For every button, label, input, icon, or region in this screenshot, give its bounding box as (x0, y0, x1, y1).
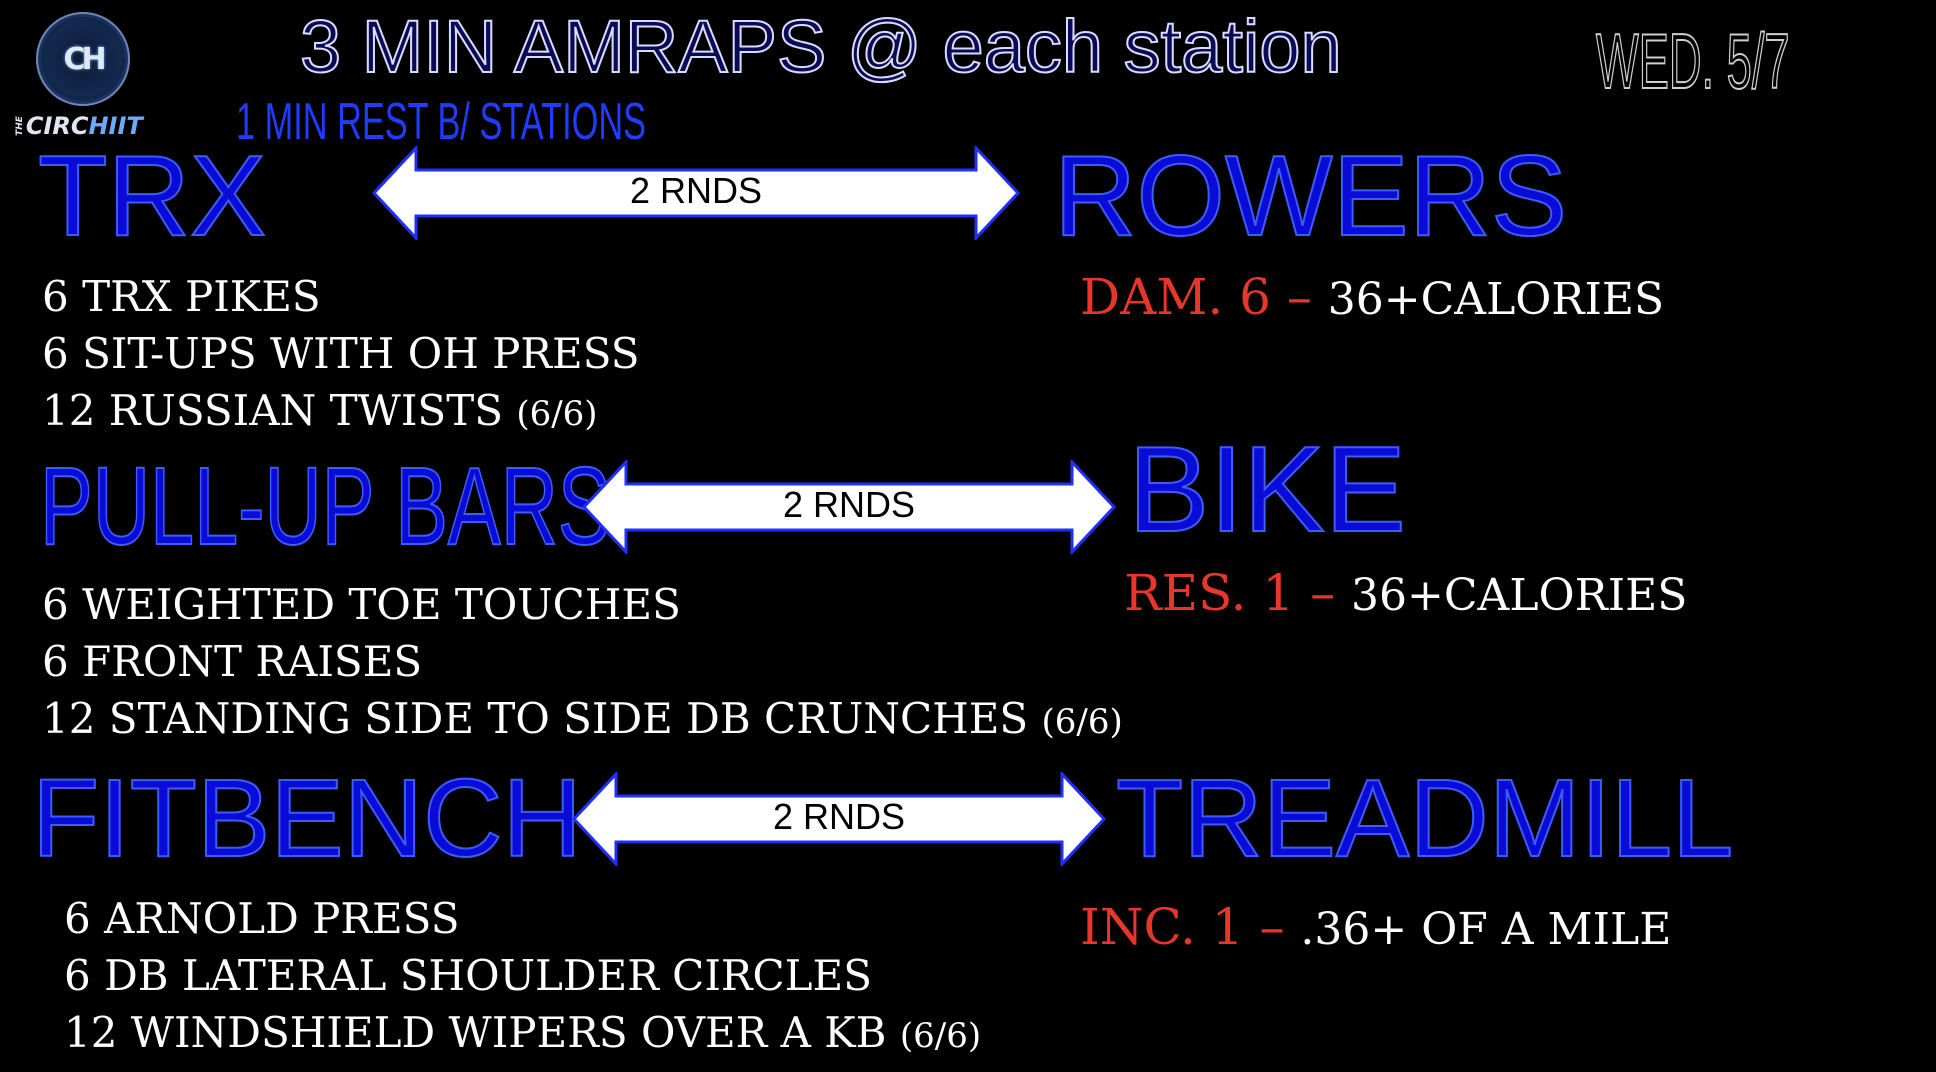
station-pull-up-bars: PULL-UP BARS (39, 445, 611, 568)
logo-brand-a: CIRC (25, 112, 89, 140)
rower-damper-setting: DAM. 6 – (1080, 268, 1328, 326)
logo-the: THE (14, 116, 25, 136)
station-bike: BIKE (1127, 421, 1407, 557)
page-title: 3 MIN AMRAPS @ each station (299, 4, 1343, 89)
exercise-line: 12 WINDSHIELD WIPERS OVER A KB (6/6) (64, 1008, 982, 1057)
station-fitbench: FITBENCH (31, 757, 583, 880)
rounds-label: 2 RNDS (629, 170, 763, 211)
treadmill-incline-setting: INC. 1 – (1080, 898, 1301, 956)
logo-brand-b: HIIT (88, 112, 143, 140)
double-arrow-icon (572, 772, 1106, 866)
rower-calories: 36+CALORIES (1327, 274, 1665, 325)
rower-target: DAM. 6 – 36+CALORIES (1080, 268, 1664, 326)
double-arrow-icon (372, 146, 1020, 240)
bike-target: RES. 1 – 36+CALORIES (1124, 564, 1687, 622)
double-arrow-1: 2 RNDS (372, 146, 1020, 240)
station-trx: TRX (37, 133, 267, 260)
station-treadmill: TREADMILL (1115, 757, 1734, 880)
exercise-line: 6 FRONT RAISES (42, 637, 423, 686)
exercise-line: 6 DB LATERAL SHOULDER CIRCLES (64, 951, 872, 1000)
trx-exercise-list: 6 TRX PIKES 6 SIT-UPS WITH OH PRESS 12 R… (42, 270, 640, 441)
bike-calories: 36+CALORIES (1351, 570, 1688, 621)
treadmill-target: INC. 1 – .36+ OF A MILE (1080, 898, 1671, 956)
station-rowers: ROWERS (1053, 133, 1568, 260)
logo-wordmark: THECIRCHIIT (10, 112, 143, 140)
rounds-label: 2 RNDS (772, 796, 906, 837)
logo-monogram: CH (63, 41, 106, 77)
date-label: WED. 5/7 (1595, 16, 1790, 106)
treadmill-distance: .36+ OF A MILE (1300, 904, 1672, 955)
exercise-line: 6 ARNOLD PRESS (64, 894, 460, 943)
rounds-label: 2 RNDS (782, 484, 916, 525)
pull-up-exercise-list: 6 WEIGHTED TOE TOUCHES 6 FRONT RAISES 12… (42, 578, 1123, 749)
rest-subtitle: 1 MIN REST B/ STATIONS (236, 93, 647, 151)
bike-resistance-setting: RES. 1 – (1124, 564, 1352, 622)
double-arrow-icon (582, 460, 1116, 554)
exercise-line: 12 RUSSIAN TWISTS (6/6) (42, 386, 598, 435)
exercise-line: 6 TRX PIKES (42, 272, 321, 321)
exercise-line: 6 SIT-UPS WITH OH PRESS (42, 329, 640, 378)
fitbench-exercise-list: 6 ARNOLD PRESS 6 DB LATERAL SHOULDER CIR… (64, 892, 981, 1063)
double-arrow-2: 2 RNDS (582, 460, 1116, 554)
circhiit-logo: CH (36, 12, 130, 106)
exercise-line: 6 WEIGHTED TOE TOUCHES (42, 580, 681, 629)
exercise-line: 12 STANDING SIDE TO SIDE DB CRUNCHES (6/… (42, 694, 1123, 743)
double-arrow-3: 2 RNDS (572, 772, 1106, 866)
